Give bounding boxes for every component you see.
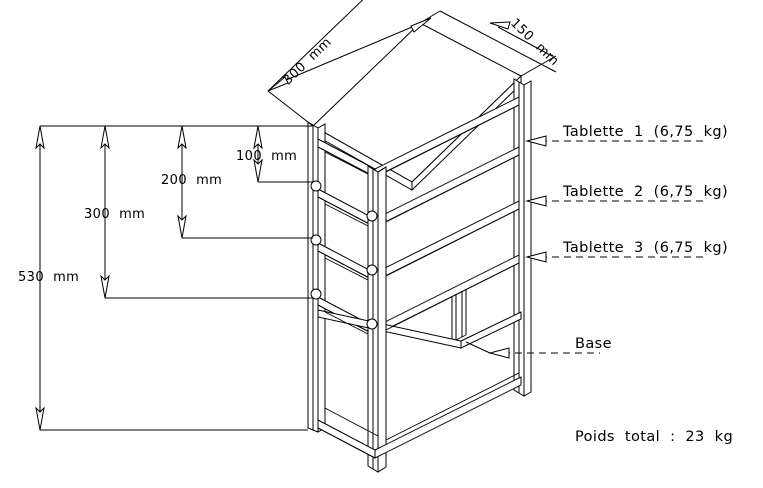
callout-tablette-3-label: Tablette 3 (6,75 kg) (562, 240, 728, 256)
base-shelf (317, 309, 522, 349)
callout-tablette-1: Tablette 1 (6,75 kg) (525, 124, 728, 147)
dimension-height-300: 300 mm (84, 125, 145, 299)
dimension-width-label: 300 mm (280, 35, 334, 88)
callout-tablette-2: Tablette 2 (6,75 kg) (525, 184, 728, 207)
extension-lines (40, 125, 313, 431)
dimension-height-100: 100 mm (236, 125, 297, 183)
top-shelf-plate (312, 22, 522, 192)
back-left-post (307, 121, 326, 433)
total-weight-note: Poids total : 23 kg (575, 429, 733, 445)
callout-base: Base (465, 336, 612, 359)
dimension-100-label: 100 mm (236, 149, 297, 164)
shelf-1 (317, 96, 520, 178)
dimension-300-vertical-label: 300 mm (84, 207, 145, 222)
dimension-height-200: 200 mm (161, 125, 222, 239)
callout-tablette-3: Tablette 3 (6,75 kg) (525, 240, 728, 263)
left-bay-inner-edges (324, 151, 369, 335)
callout-tablette-2-label: Tablette 2 (6,75 kg) (562, 184, 728, 200)
dimension-530-label: 530 mm (18, 270, 79, 285)
right-bay-inner-edges (385, 104, 520, 331)
bottom-frame (317, 372, 522, 459)
dimension-height-530: 530 mm (18, 125, 79, 431)
rear-inner-support (451, 289, 467, 343)
callout-base-label: Base (575, 336, 612, 352)
front-middle-post (367, 165, 387, 473)
right-back-post (513, 78, 532, 397)
dimension-200-label: 200 mm (161, 173, 222, 188)
shelf-connector-bolts (310, 180, 378, 330)
callout-tablette-1-label: Tablette 1 (6,75 kg) (562, 124, 728, 140)
